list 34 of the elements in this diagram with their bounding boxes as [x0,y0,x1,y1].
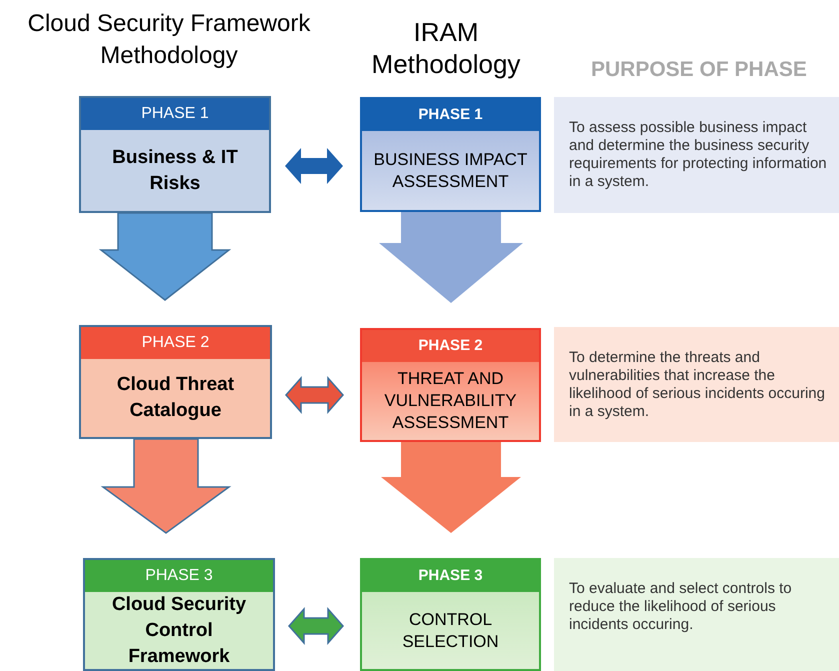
phase-card [79,96,271,213]
purpose-text: To assess possible business impact and determine the business security requirements for protecting information in a system. [569,119,828,191]
block-arrow [100,438,232,534]
phase-title: Business & IT Risks [111,146,239,196]
phase-title: Cloud Threat Catalogue [116,373,236,423]
block-arrow [381,442,521,533]
phase-card [360,97,541,212]
phase-header: PHASE 1 [81,98,269,130]
phase-header: PHASE 3 [85,560,273,592]
column-heading: PURPOSE OF PHASE [591,57,808,83]
phase-title: BUSINESS IMPACT ASSESSMENT [372,148,528,192]
phase-header: PHASE 3 [362,560,539,592]
purpose-panel [554,558,839,671]
phase-title: Cloud Security Control Framework [110,593,248,669]
purpose-text: To determine the threats and vulnerabilities that increase the likelihood of serious incidents occuring in a system. [569,349,826,421]
phase-title: CONTROL SELECTION [401,608,500,652]
phase-title: THREAT AND VULNERABILITY ASSESSMENT [383,368,518,434]
phase-card [360,558,541,671]
block-arrow [285,376,344,414]
block-arrow [288,607,344,645]
phase-card [83,558,275,671]
block-arrow [379,212,523,303]
purpose-text: To evaluate and select controls to reduce the likelihood of serious incidents occuring. [569,580,793,634]
purpose-panel [554,327,839,442]
phase-card [360,328,541,442]
phase-header: PHASE 1 [362,99,539,131]
phase-card [79,325,272,439]
column-heading: Cloud Security Framework Methodology [26,9,312,71]
phase-header: PHASE 2 [81,327,270,359]
column-heading: IRAM Methodology [370,16,522,80]
block-arrow [98,212,232,301]
block-arrow [285,148,343,184]
purpose-panel [554,97,839,213]
phase-header: PHASE 2 [362,330,539,362]
